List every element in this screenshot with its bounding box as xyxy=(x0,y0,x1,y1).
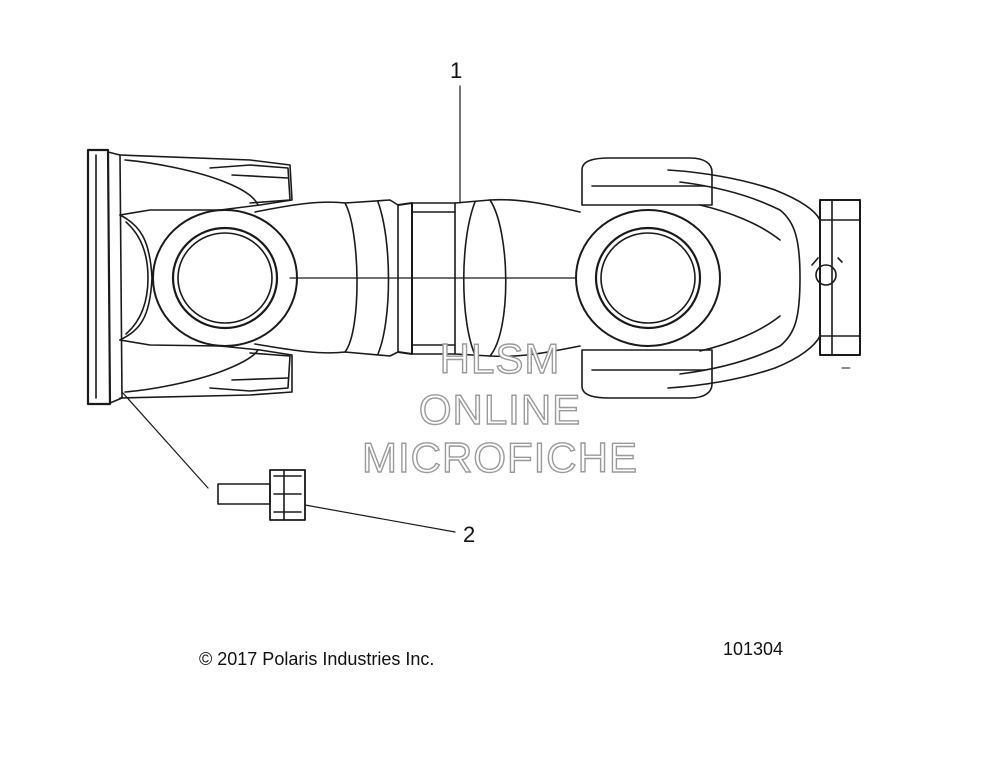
left-universal-joint-cross xyxy=(152,209,298,347)
watermark-line-3: MICROFICHE xyxy=(361,434,638,481)
watermark-line-2: ONLINE xyxy=(418,386,582,433)
watermark-line-1: HLSM xyxy=(439,335,561,382)
center-shaft-tube xyxy=(254,198,581,358)
leader-line-2-shaft xyxy=(121,391,209,489)
copyright-notice: © 2017 Polaris Industries Inc. xyxy=(199,649,435,669)
left-flange-yoke xyxy=(86,148,293,406)
part-2-grease-fitting xyxy=(217,469,306,521)
callout-number-2: 2 xyxy=(463,522,476,547)
right-universal-joint-cross xyxy=(575,209,721,347)
figure-number: 101304 xyxy=(723,639,784,659)
leader-line-2-label xyxy=(304,504,456,533)
callout-number-1: 1 xyxy=(450,58,463,83)
right-slip-yoke xyxy=(581,157,861,399)
leader-lines xyxy=(121,85,461,533)
